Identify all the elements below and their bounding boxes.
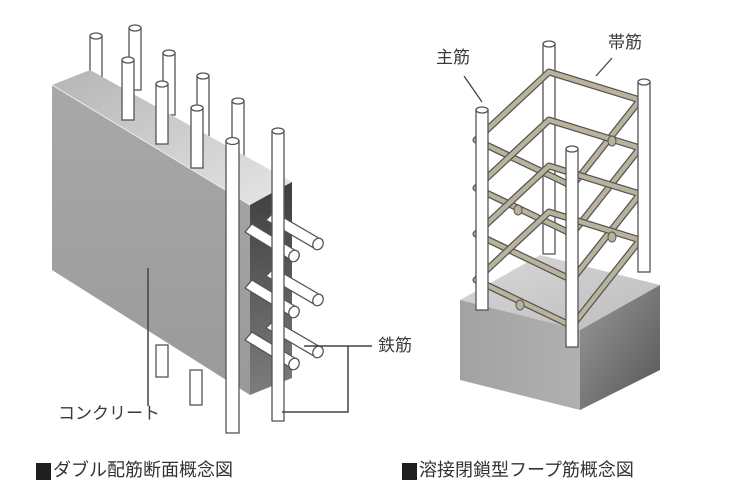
- weld-joints: [513, 135, 617, 311]
- caption-square-icon: [402, 462, 417, 480]
- rebar-vertical-front: [121, 56, 204, 169]
- label-rebar: 鉄筋: [378, 336, 412, 356]
- leader-lines-right: [463, 57, 613, 103]
- main-bars-front: [475, 78, 651, 348]
- welded-hoop-diagram: [460, 40, 660, 410]
- label-concrete: コンクリート: [58, 404, 160, 424]
- caption-text: ダブル配筋断面概念図: [53, 460, 233, 481]
- rebar-bottom-stubs: [155, 344, 203, 406]
- double-rebar-diagram: [51, 24, 372, 434]
- caption-double-rebar: ダブル配筋断面概念図: [36, 462, 233, 480]
- caption-welded-hoop: 溶接閉鎖型フープ筋概念図: [402, 462, 634, 480]
- foundation-block: [460, 255, 660, 410]
- leader-lines: [147, 268, 372, 413]
- rebar-long-vertical: [225, 127, 285, 434]
- caption-text: 溶接閉鎖型フープ筋概念図: [419, 460, 634, 481]
- label-main-bar: 主筋: [436, 48, 470, 68]
- main-bar-back: [542, 40, 556, 255]
- label-hoop: 帯筋: [608, 33, 642, 53]
- caption-square-icon: [36, 462, 51, 480]
